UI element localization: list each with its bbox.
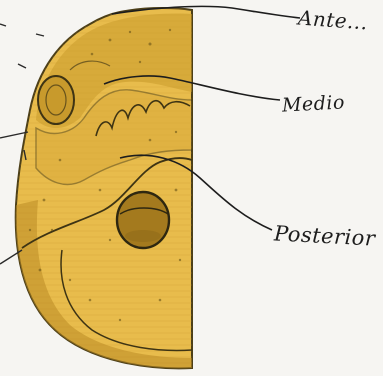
label-medio: Medio bbox=[281, 91, 345, 116]
label-anterior: Ante... bbox=[297, 6, 368, 35]
anterior-oval bbox=[38, 76, 74, 124]
